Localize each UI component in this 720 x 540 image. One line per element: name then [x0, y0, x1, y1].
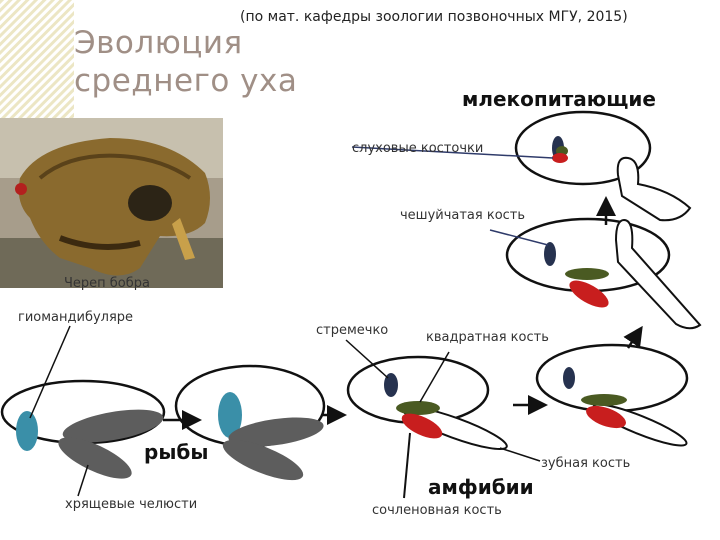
mammal2-skull-outline [514, 110, 652, 186]
quadrate-bone-2 [581, 394, 627, 406]
skull-caption: Череп бобра [64, 276, 150, 291]
amphibian2-stage [535, 343, 689, 447]
hyomandibular-leader [29, 325, 71, 419]
mammal-stage-lower [505, 217, 702, 330]
articular-label: сочленовная кость [372, 503, 502, 518]
stapes-bone [384, 373, 398, 397]
lower-cartilage-jaw [58, 437, 132, 479]
fish-stage [0, 364, 326, 481]
mammal1-articular [569, 280, 609, 308]
mammal2-malleus [552, 153, 568, 163]
cartilage-jaws-leader [77, 464, 89, 497]
dentary-label: зубная кость [541, 456, 631, 471]
decorative-stripes [0, 0, 74, 118]
fish-label: рыбы [144, 440, 209, 464]
upper-cartilage-jaw-2 [228, 417, 324, 447]
stapes-leader [345, 339, 389, 379]
upper-cartilage-jaw [62, 409, 164, 443]
amphibian-to-mammal-arrow [623, 325, 643, 349]
mammal2-lower-jaw [616, 156, 692, 222]
cartilage-jaws-label: хрящевые челюсти [65, 497, 198, 512]
stapes-bone-2 [563, 367, 575, 389]
amphibian-stage [346, 355, 508, 451]
mammal1-stapes [544, 242, 556, 266]
ossicles-leader [351, 146, 554, 159]
mammal-stage-upper [514, 110, 692, 222]
page-title: Эволюция среднего уха [74, 25, 298, 99]
hyomandibular-bone [16, 411, 38, 451]
source-note: (по мат. кафедры зоологии позвоночных МГ… [240, 9, 628, 25]
beaver-skull-photo [0, 118, 223, 288]
hyomandibular-bone-2 [218, 392, 242, 438]
mammals-label: млекопитающие [462, 87, 656, 111]
articular-bone [401, 413, 443, 439]
amphibians-label: амфибии [428, 475, 534, 499]
quadrate-leader [419, 351, 450, 403]
quadrate-label: квадратная кость [426, 330, 549, 345]
squamosal-label: чешуйчатая кость [400, 208, 526, 223]
dentary-leader [499, 447, 541, 462]
mammal1-lower-jaw [614, 218, 702, 330]
ossicles-label: слуховые косточки [352, 141, 484, 156]
articular-leader [403, 432, 411, 499]
mammal1-quadrate [565, 268, 609, 280]
articular-bone-2 [586, 405, 626, 429]
stapes-label: стремечко [316, 323, 389, 338]
squamosal-leader [489, 229, 549, 246]
quadrate-bone [396, 401, 440, 415]
lower-cartilage-jaw-2 [222, 439, 304, 481]
hyomandibular-label: гиомандибуляре [18, 310, 134, 325]
